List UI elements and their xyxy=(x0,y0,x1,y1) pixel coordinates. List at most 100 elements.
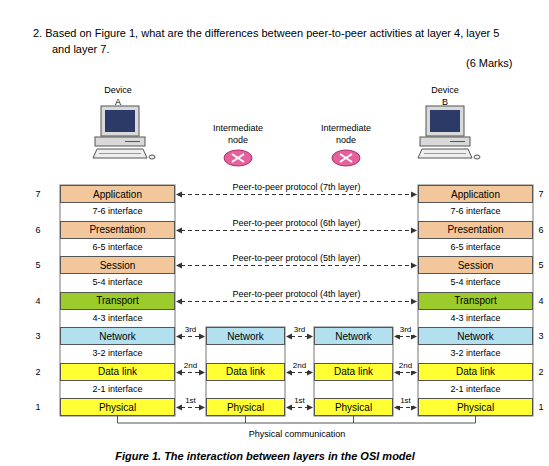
layer-box: Data link xyxy=(206,363,285,381)
protocol-label: 2nd xyxy=(182,361,199,371)
layer-number: 3 xyxy=(535,330,547,342)
arrowhead xyxy=(176,299,182,305)
protocol-label: Peer-to-peer protocol (7th layer) xyxy=(230,182,362,193)
device-label: Device A xyxy=(102,84,134,108)
mouse xyxy=(474,155,480,159)
bracket-stub xyxy=(117,416,118,423)
layer-box: Physical xyxy=(60,398,175,416)
dashed-line xyxy=(181,230,412,231)
bracket-stub xyxy=(475,416,476,423)
layer-box: Physical xyxy=(206,398,285,416)
arrowhead xyxy=(286,405,292,411)
router-cross xyxy=(340,154,352,162)
arrowhead xyxy=(199,405,205,411)
arrowhead xyxy=(411,299,417,305)
monitor xyxy=(101,106,139,136)
layer-name: Presentation xyxy=(447,224,503,235)
layer-box: Application xyxy=(60,185,175,203)
protocol-label: Peer-to-peer protocol (5th layer) xyxy=(230,253,362,264)
bracket-line xyxy=(118,423,476,424)
layer-name: Physical xyxy=(457,402,494,413)
layer-number: 4 xyxy=(535,295,547,307)
protocol-label: 2nd xyxy=(397,361,414,371)
interface-label: 2-1 interface xyxy=(62,383,173,395)
layer-name: Physical xyxy=(335,402,372,413)
dashed-line xyxy=(291,336,308,337)
keyboard xyxy=(93,149,147,158)
dashed-line xyxy=(181,265,412,266)
bracket-stub xyxy=(353,416,354,423)
interface-label: 3-2 interface xyxy=(62,347,173,359)
layer-name: Network xyxy=(335,331,372,342)
interface-label: 6-5 interface xyxy=(62,241,173,253)
arrowhead xyxy=(307,334,313,340)
mouse xyxy=(149,155,155,159)
dashed-line xyxy=(399,336,412,337)
dashed-line xyxy=(181,372,200,373)
dashed-line xyxy=(291,407,308,408)
layer-box: Transport xyxy=(60,292,175,310)
drive-slot xyxy=(450,141,465,142)
layer-name: Application xyxy=(93,189,142,200)
layer-box: Presentation xyxy=(60,221,175,239)
router-cross xyxy=(232,154,244,162)
layer-number: 2 xyxy=(535,366,547,378)
layer-number: 4 xyxy=(32,295,44,307)
layer-name: Network xyxy=(227,331,264,342)
arrowhead xyxy=(307,405,313,411)
layer-box: Application xyxy=(418,185,533,203)
layer-box: Network xyxy=(60,327,175,345)
interface-label: 3-2 interface xyxy=(420,347,531,359)
computer-icon xyxy=(418,106,480,159)
computer-icon xyxy=(93,106,155,159)
layer-name: Presentation xyxy=(89,224,145,235)
layer-box: Network xyxy=(418,327,533,345)
layer-box: Session xyxy=(418,256,533,274)
dashed-line xyxy=(181,301,412,302)
physical-link-bracket xyxy=(118,416,476,423)
layer-number: 7 xyxy=(32,188,44,200)
interface-label: 4-3 interface xyxy=(420,312,531,324)
layer-box: Data link xyxy=(418,363,533,381)
arrowhead xyxy=(176,334,182,340)
column-outline xyxy=(60,185,175,416)
layer-name: Physical xyxy=(99,402,136,413)
dashed-line xyxy=(181,194,412,195)
arrowhead xyxy=(176,405,182,411)
question-text: 2. Based on Figure 1, what are the diffe… xyxy=(33,25,501,57)
layer-name: Data link xyxy=(226,366,265,377)
layer-box: Transport xyxy=(418,292,533,310)
protocol-label: 2nd xyxy=(291,361,308,371)
layer-name: Data link xyxy=(98,366,137,377)
column-outline xyxy=(206,327,285,416)
dashed-line xyxy=(181,407,200,408)
layer-box: Data link xyxy=(314,363,393,381)
layer-number: 1 xyxy=(32,401,44,413)
layer-name: Transport xyxy=(454,295,496,306)
layer-name: Transport xyxy=(96,295,138,306)
case xyxy=(420,137,470,146)
interface-label: 2-1 interface xyxy=(420,383,531,395)
marks-note: (6 Marks) xyxy=(466,56,536,70)
arrowhead xyxy=(199,334,205,340)
dashed-line xyxy=(181,336,200,337)
layer-number: 3 xyxy=(32,330,44,342)
layer-name: Data link xyxy=(334,366,373,377)
router-icon xyxy=(224,150,252,166)
arrowhead xyxy=(411,192,417,198)
protocol-label: 3rd xyxy=(398,325,414,335)
layer-number: 2 xyxy=(32,366,44,378)
dashed-line xyxy=(399,407,412,408)
router-cross xyxy=(340,154,352,162)
layer-name: Network xyxy=(99,331,136,342)
interface-label: 7-6 interface xyxy=(420,205,531,217)
keyboard xyxy=(418,149,472,158)
interface-label: 5-4 interface xyxy=(420,276,531,288)
protocol-label: Peer-to-peer protocol (6th layer) xyxy=(230,218,362,229)
screen xyxy=(105,110,135,132)
figure-caption: Figure 1. The interaction between layers… xyxy=(65,449,465,463)
layer-name: Data link xyxy=(456,366,495,377)
layer-number: 6 xyxy=(535,224,547,236)
layer-name: Application xyxy=(451,189,500,200)
